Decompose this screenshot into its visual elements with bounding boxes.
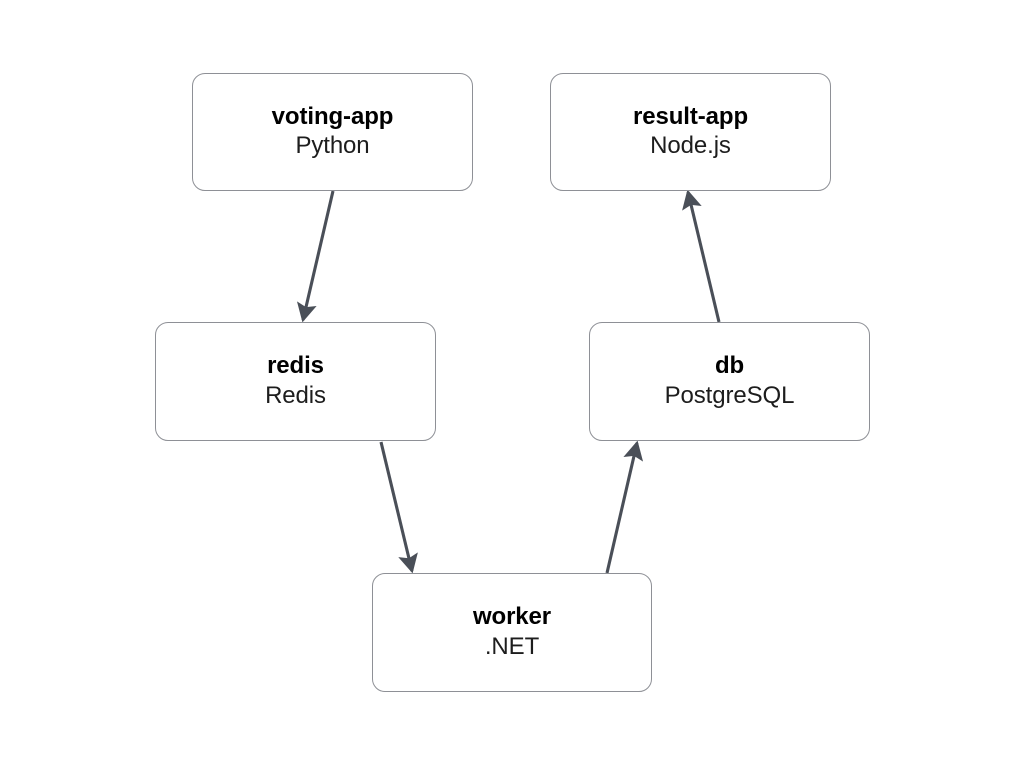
node-db[interactable]: db PostgreSQL <box>589 322 870 441</box>
edge-db-to-result-app <box>682 189 721 323</box>
node-db-subtitle: PostgreSQL <box>664 381 795 409</box>
node-redis-title: redis <box>267 352 324 380</box>
edge-voting-app-to-redis <box>296 190 335 323</box>
node-db-title: db <box>714 352 745 380</box>
node-redis[interactable]: redis Redis <box>155 322 436 441</box>
node-redis-subtitle: Redis <box>265 381 326 409</box>
edge-redis-to-worker <box>379 441 418 574</box>
node-voting-app-subtitle: Python <box>295 132 370 160</box>
edge-worker-to-db <box>605 440 644 574</box>
node-result-app-subtitle: Node.js <box>650 132 731 160</box>
node-result-app-title: result-app <box>632 102 749 130</box>
node-worker-subtitle: .NET <box>484 632 540 660</box>
node-voting-app-title: voting-app <box>271 102 394 130</box>
node-worker[interactable]: worker .NET <box>372 573 652 692</box>
node-result-app[interactable]: result-app Node.js <box>550 73 831 191</box>
node-voting-app[interactable]: voting-app Python <box>192 73 473 191</box>
node-worker-title: worker <box>472 603 552 631</box>
